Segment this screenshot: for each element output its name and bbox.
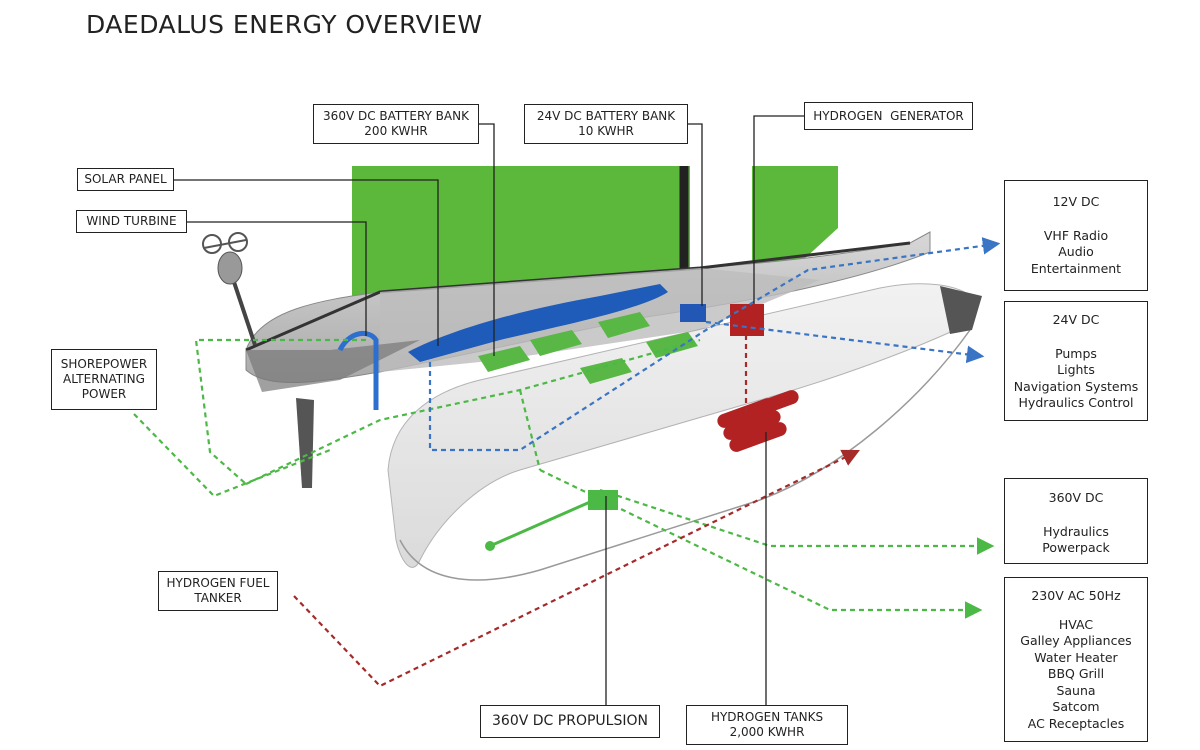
panel-24v-dc: 24V DC Pumps Lights Navigation Systems H… (1004, 301, 1148, 421)
page-title: DAEDALUS ENERGY OVERVIEW (86, 10, 483, 39)
panel-item: Powerpack (1042, 540, 1110, 555)
hydrogen-generator-unit (730, 304, 764, 336)
propeller-shaft (489, 500, 591, 548)
hull-front-keel (399, 329, 971, 581)
panel-item: Audio (1058, 244, 1094, 259)
leader-lines (172, 115, 806, 706)
panel-item: Galley Appliances (1020, 633, 1132, 648)
red-flows (293, 336, 860, 688)
label-solar-panel: SOLAR PANEL (77, 168, 174, 191)
panel-item: Navigation Systems (1013, 378, 1139, 394)
blue-flows (428, 237, 1001, 452)
label-hydrogen-tanks: HYDROGEN TANKS 2,000 KWHR (686, 705, 848, 745)
panel-item: AC Receptacles (1027, 715, 1125, 731)
panel-item: Lights (1057, 362, 1095, 377)
label-battery-360: 360V DC BATTERY BANK 200 KWHR (313, 104, 479, 144)
panel-title: 230V AC 50Hz (1031, 588, 1121, 603)
panel-title: 360V DC (1048, 490, 1104, 505)
panel-title: 24V DC (1052, 312, 1100, 327)
panel-item: Hydraulics (1043, 523, 1109, 539)
wind-turbine-graphic (202, 232, 257, 346)
panel-360v-dc: 360V DC Hydraulics Powerpack (1004, 478, 1148, 564)
label-propulsion: 360V DC PROPULSION (480, 705, 660, 738)
panel-item: BBQ Grill (1047, 666, 1105, 681)
label-shorepower: SHOREPOWER ALTERNATING POWER (51, 349, 157, 410)
panel-item: Pumps (1055, 345, 1097, 361)
label-wind-turbine: WIND TURBINE (76, 210, 187, 233)
panel-item: Sauna (1056, 682, 1096, 698)
label-hydrogen-generator: HYDROGEN GENERATOR (804, 102, 973, 130)
solar-sail-right (752, 166, 838, 284)
panel-item: VHF Radio (1043, 227, 1109, 243)
hull-front-bow (940, 286, 982, 334)
blue-arc-turbine (337, 330, 379, 410)
deck (380, 268, 820, 372)
propeller (485, 541, 495, 551)
label-hydrogen-fuel-tanker: HYDROGEN FUEL TANKER (158, 571, 278, 611)
deck-battery-modules (478, 312, 698, 384)
label-battery-24: 24V DC BATTERY BANK 10 KWHR (524, 104, 688, 144)
panel-item: Satcom (1052, 699, 1100, 714)
panel-item: HVAC (1058, 616, 1094, 632)
green-flows (133, 338, 995, 619)
panel-title: 12V DC (1052, 194, 1100, 209)
battery-24-bank (680, 304, 706, 322)
hydrogen-tanks-graphic (717, 390, 799, 452)
propulsion-motor (588, 490, 618, 510)
panel-item: Hydraulics Control (1018, 395, 1134, 410)
panel-230v-ac: 230V AC 50Hz HVAC Galley Appliances Wate… (1004, 577, 1148, 742)
panel-12v-dc: 12V DC VHF Radio Audio Entertainment (1004, 180, 1148, 291)
panel-item: Entertainment (1030, 260, 1122, 276)
hull-front (387, 283, 976, 568)
battery-360-bank (408, 284, 668, 362)
panel-item: Water Heater (1034, 649, 1118, 665)
rudder (296, 398, 314, 488)
